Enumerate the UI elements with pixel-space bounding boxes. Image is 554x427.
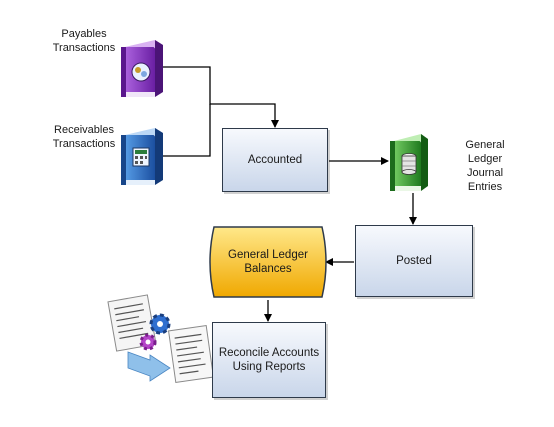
payables-transactions-label: Payables Transactions bbox=[52, 28, 116, 54]
accounted-box: Accounted bbox=[222, 128, 328, 192]
receivables-transactions-label: Receivables Transactions bbox=[52, 124, 116, 150]
gl-balances-scroll-shape bbox=[209, 226, 327, 298]
connector-payables-to-accounted bbox=[163, 66, 279, 128]
gl-journal-entries-label: General Ledger Journal Entries bbox=[465, 139, 505, 193]
gl-balances-label: General Ledger Balances bbox=[228, 249, 308, 275]
blue-book-calculator-icon bbox=[121, 128, 163, 185]
reconcile-accounts-box: Reconcile Accounts Using Reports bbox=[212, 322, 326, 398]
green-book-database-icon bbox=[390, 134, 428, 191]
purple-book-coins-icon bbox=[121, 40, 163, 97]
reports-with-gears-icon bbox=[107, 294, 214, 383]
connector-receivables-to-accounted bbox=[163, 104, 211, 157]
posted-box: Posted bbox=[355, 225, 473, 297]
